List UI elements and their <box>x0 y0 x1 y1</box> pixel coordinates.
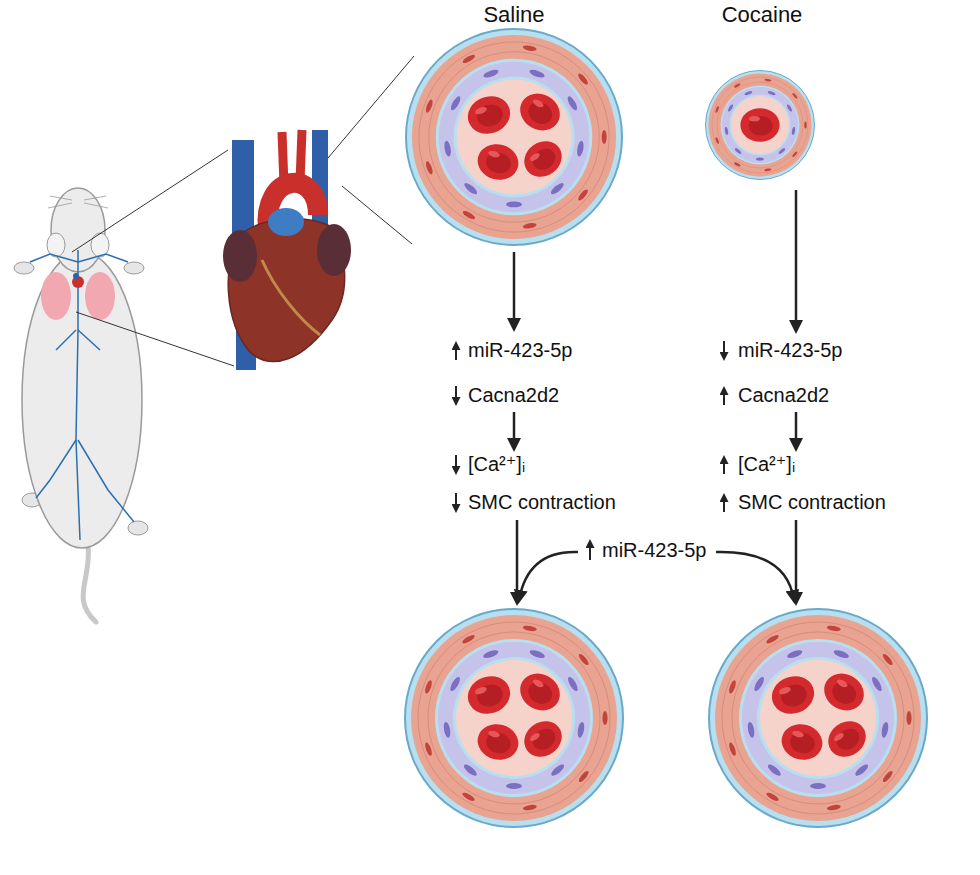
group-header: Saline <box>483 2 544 28</box>
leader-lines <box>72 56 414 366</box>
group-header: Cocaine <box>722 2 803 28</box>
gene-label: Cacna2d2 <box>468 383 559 407</box>
change-arrows <box>456 341 724 560</box>
calcium-label: [Ca²⁺]ᵢ <box>738 452 795 476</box>
mirna-label: miR-423-5p <box>468 338 572 362</box>
process-label: SMC contraction <box>738 490 886 514</box>
process-label: SMC contraction <box>468 490 616 514</box>
mirna-label: miR-423-5p <box>602 538 706 562</box>
vessel-cross-sections <box>405 29 927 827</box>
calcium-label: [Ca²⁺]ᵢ <box>468 452 525 476</box>
mouse-illustration <box>14 188 148 622</box>
heart-illustration <box>223 130 351 370</box>
mirna-label: miR-423-5p <box>738 338 842 362</box>
gene-label: Cacna2d2 <box>738 383 829 407</box>
